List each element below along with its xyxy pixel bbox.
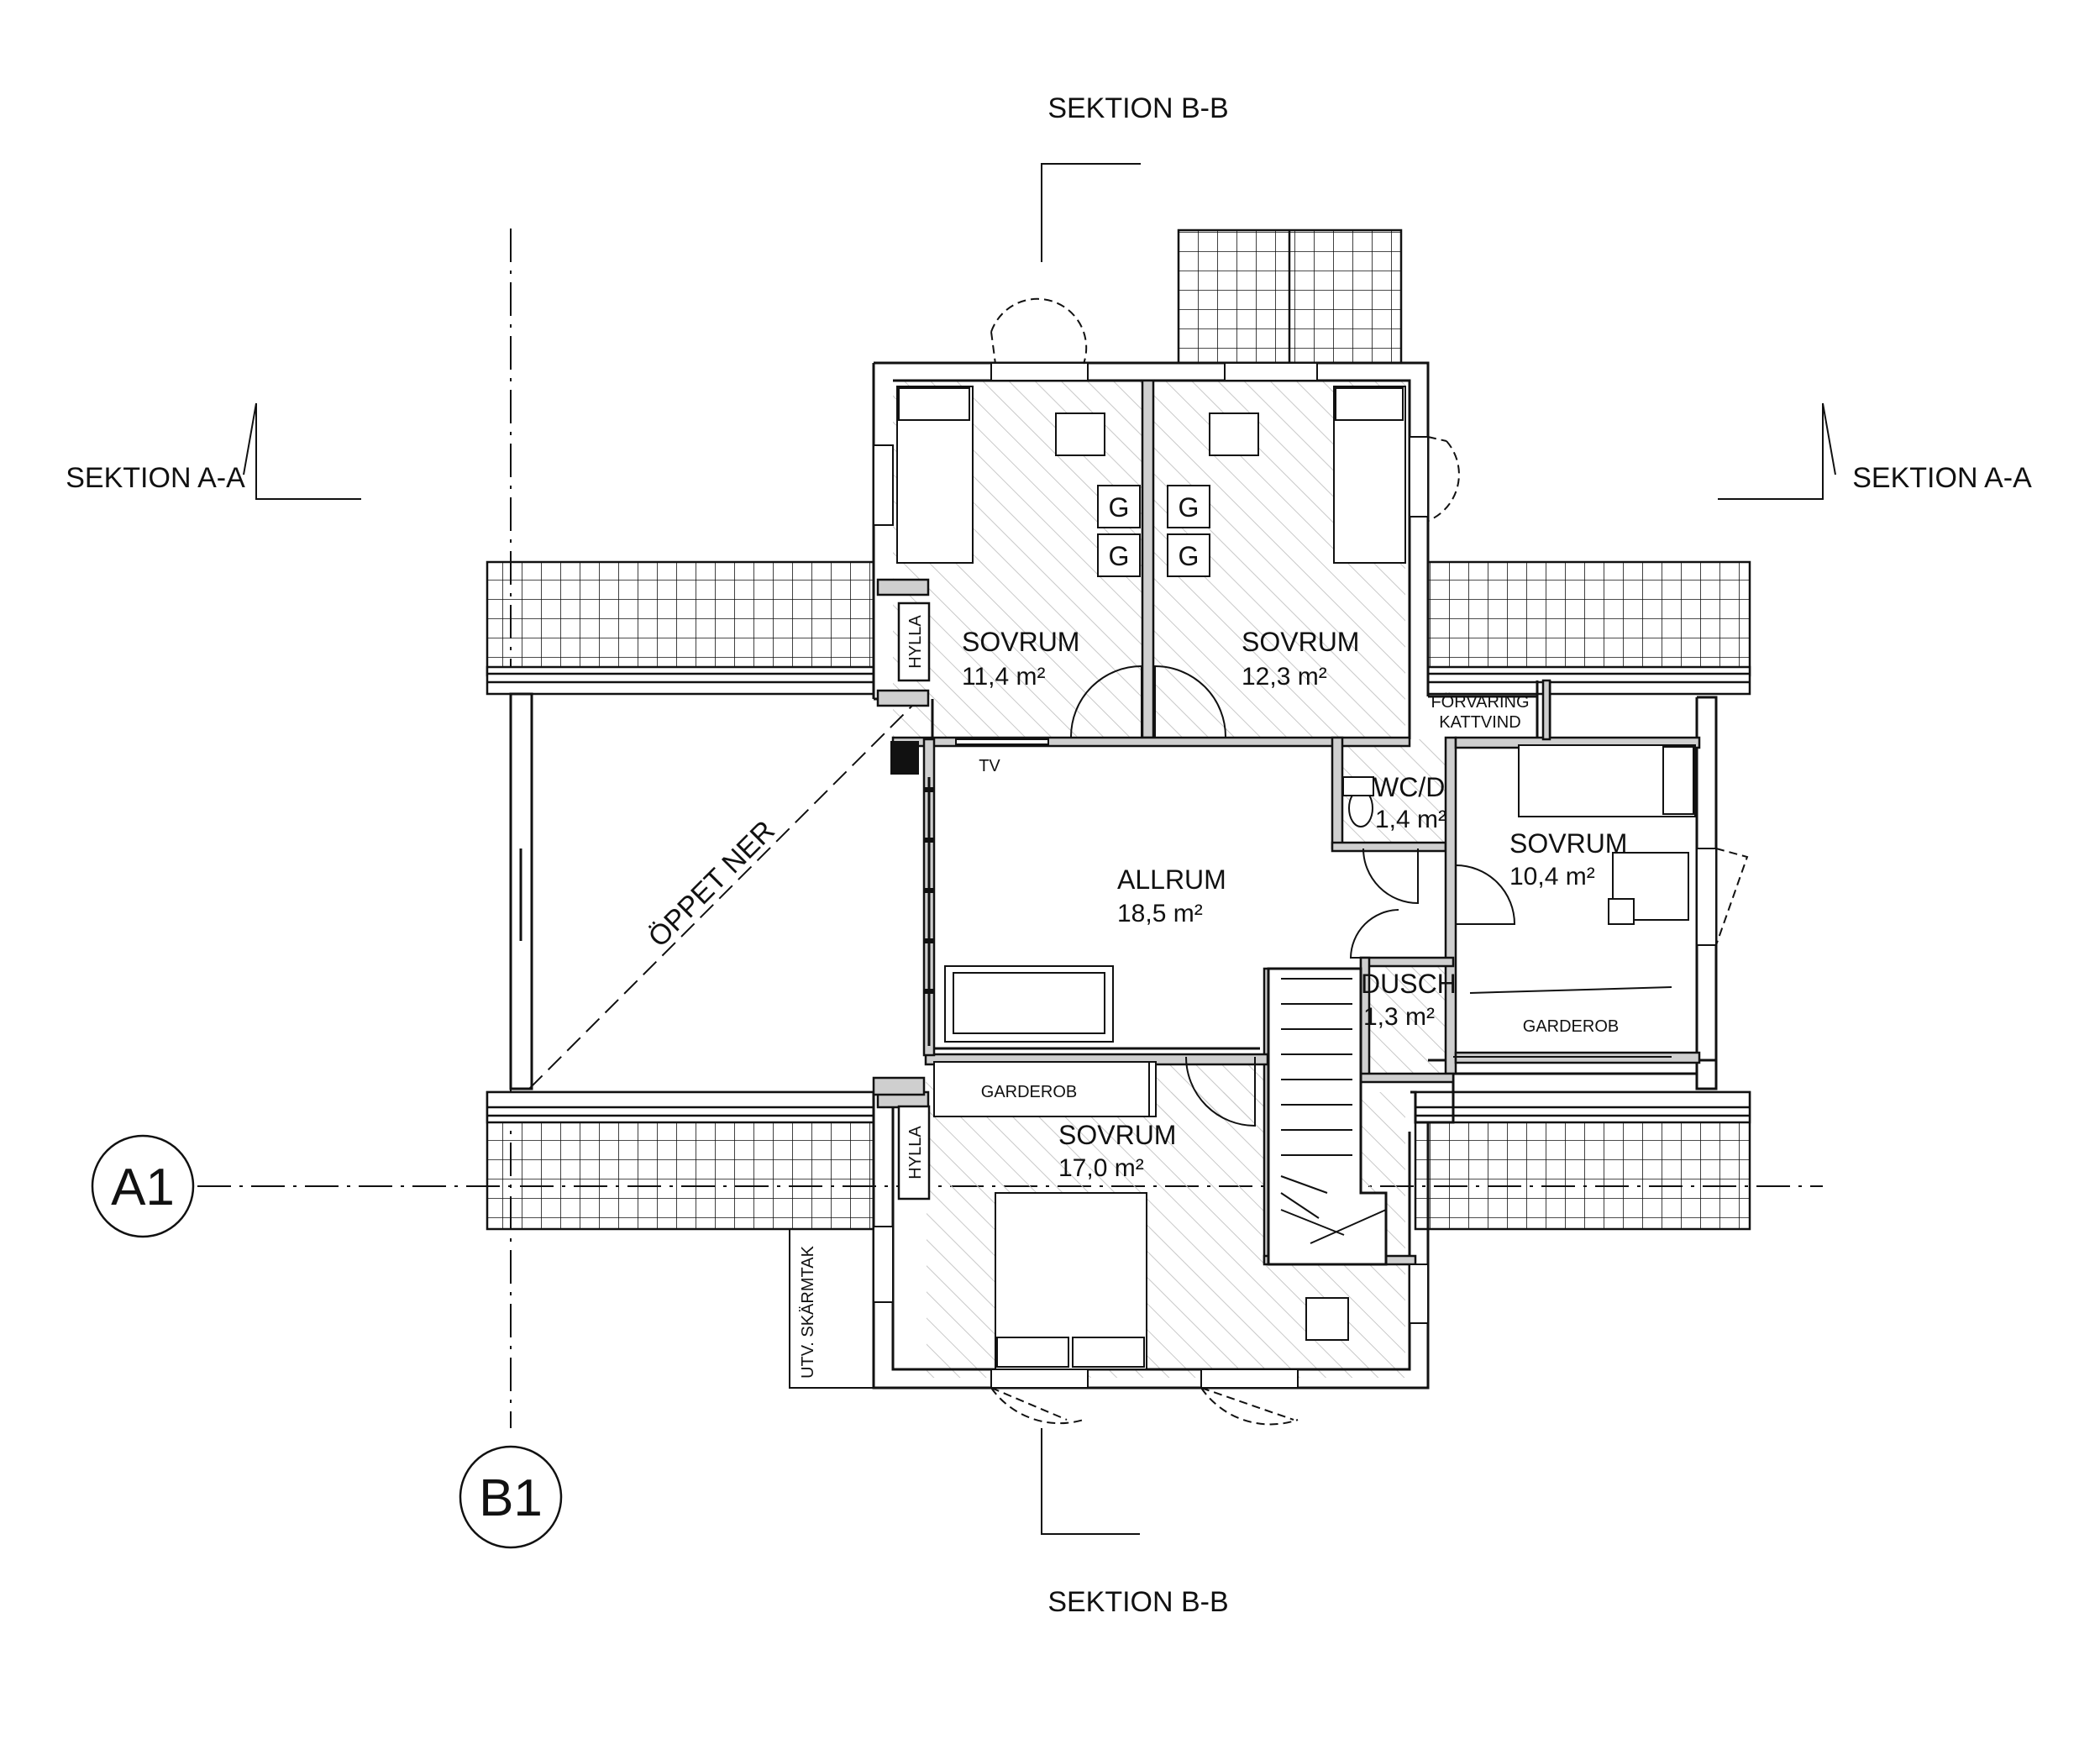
section-marker-b-top: [1041, 163, 1141, 262]
desk-s: [1305, 1297, 1349, 1341]
room-allrum-name: ALLRUM: [1117, 864, 1226, 895]
garderob-e-label: GARDEROB: [1523, 1017, 1619, 1036]
section-marker-a-left: [243, 402, 361, 500]
hylla-top-label: HYLLA: [906, 615, 925, 669]
section-label-a-left: SEKTION A-A: [66, 462, 245, 494]
axis-b1-circle: [459, 1445, 563, 1549]
room-sovrum-ne-name: SOVRUM: [1242, 627, 1359, 657]
room-allrum-area: 18,5 m²: [1117, 900, 1203, 927]
g-label-4: G: [1179, 541, 1200, 571]
g-box-4: [1167, 533, 1210, 577]
roof-grid-ne: [1426, 560, 1751, 677]
room-dusch-area: 1,3 m²: [1363, 1003, 1435, 1031]
tv-stand: [955, 738, 1049, 745]
g-label-1: G: [1109, 492, 1130, 523]
oppet-ner-label: ÖPPET NER: [643, 815, 781, 954]
furniture: [896, 386, 1696, 1370]
windows: [873, 362, 1717, 1389]
room-sovrum-s-area: 17,0 m²: [1058, 1154, 1144, 1182]
chimney: [890, 741, 919, 775]
axis-b1-label: B1: [479, 1469, 543, 1527]
tv-label: TV: [979, 757, 1000, 775]
balcony-frame: [509, 692, 925, 1090]
section-label-a-right: SEKTION A-A: [1852, 462, 2032, 494]
g-box-1: [1097, 485, 1141, 528]
room-wc-area: 1,4 m²: [1375, 806, 1446, 833]
desk-ne: [1209, 412, 1259, 456]
garderob-s-box: [933, 1061, 1151, 1117]
section-label-b-bottom: SEKTION B-B: [1047, 1586, 1228, 1618]
roof-grids: [486, 229, 1751, 1231]
railing: [924, 777, 934, 1046]
section-marker-b-bottom: [1041, 1428, 1140, 1535]
g-box-3: [1097, 533, 1141, 577]
stairs: [1267, 967, 1388, 1266]
hylla-boxes: [897, 602, 931, 1200]
room-sovrum-nw-name: SOVRUM: [962, 627, 1079, 657]
doors: [990, 297, 1749, 1426]
axis-a1-label: A1: [111, 1158, 175, 1216]
room-dusch-name: DUSCH: [1361, 969, 1457, 999]
room-sovrum-e-area: 10,4 m²: [1509, 863, 1595, 891]
kattvind-label: KATTVIND: [1439, 713, 1520, 732]
utv-skarmtak-label: UTV. SKÄRMTAK: [799, 1245, 817, 1378]
room-sovrum-s-name: SOVRUM: [1058, 1120, 1176, 1150]
hylla-bottom-label: HYLLA: [906, 1126, 925, 1179]
g-label-3: G: [1109, 541, 1130, 571]
utv-skarmtak-line: [789, 1229, 874, 1389]
room-sovrum-nw-area: 11,4 m²: [962, 663, 1045, 691]
garderob-s-label: GARDEROB: [981, 1083, 1077, 1101]
g-label-2: G: [1179, 492, 1200, 523]
section-marker-a-right: [1718, 402, 1836, 500]
section-markers: [243, 163, 1836, 1535]
axis-markers: A1 B1: [91, 1134, 563, 1549]
room-sovrum-ne-area: 12,3 m²: [1242, 663, 1327, 691]
section-label-b-top: SEKTION B-B: [1047, 92, 1228, 124]
g-box-2: [1167, 485, 1210, 528]
desk-nw: [1055, 412, 1105, 456]
axis-a1-circle: [91, 1134, 195, 1238]
room-sovrum-e-name: SOVRUM: [1509, 828, 1627, 859]
room-wc-name: WC/D: [1373, 772, 1445, 802]
roof-grid-nw: [486, 560, 875, 677]
forvaring-label: FÖRVARING: [1431, 693, 1529, 712]
